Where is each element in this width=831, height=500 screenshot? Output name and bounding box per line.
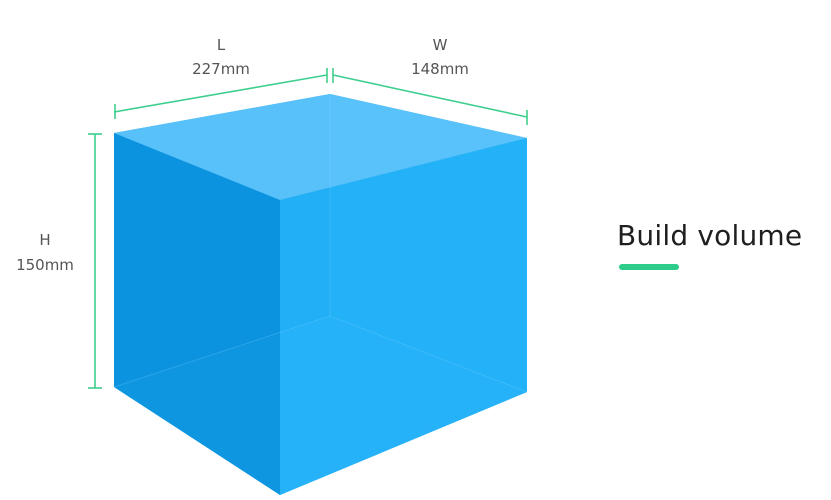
cube [113, 94, 528, 495]
height-letter: H [39, 231, 50, 249]
width-letter: W [433, 36, 448, 54]
width-dimension: W 148mm [332, 36, 528, 125]
height-value: 150mm [16, 256, 74, 274]
length-letter: L [217, 36, 226, 54]
length-dimension: L 227mm [113, 36, 328, 119]
cube-top-face [114, 94, 527, 200]
length-value: 227mm [192, 60, 250, 78]
width-value: 148mm [411, 60, 469, 78]
cube-inner-edge-left [113, 315, 331, 388]
height-dimension: H 150mm [16, 133, 102, 389]
cube-inner-edge-right [329, 315, 528, 393]
heading-underline [619, 264, 679, 270]
build-volume-heading: Build volume [617, 219, 803, 252]
length-dimension-line [113, 74, 328, 113]
width-dimension-line [332, 74, 528, 118]
cube-front-face [114, 133, 280, 495]
cube-right-face [280, 138, 527, 495]
